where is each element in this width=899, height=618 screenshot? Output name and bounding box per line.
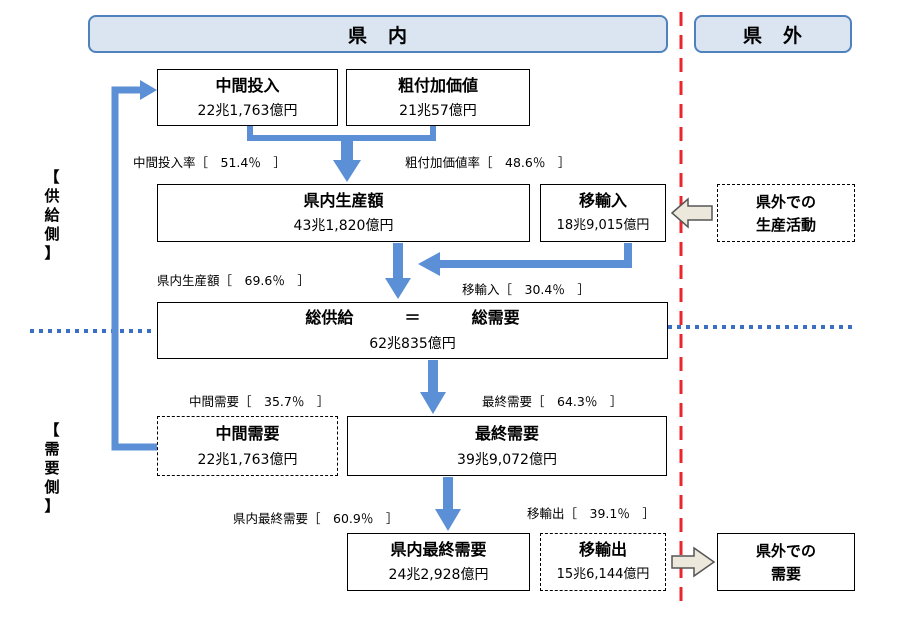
final-demand-title: 最終需要: [474, 424, 539, 443]
total-supply-demand-title: 総供給 ＝ 総需要: [158, 308, 667, 328]
label-intermediate-demand-share: 中間需要［ 35.7％ ］: [189, 394, 330, 409]
box-prefectural-output: 県内生産額 43兆1,820億円: [157, 184, 530, 242]
intermediate-input-title: 中間投入: [215, 76, 280, 95]
equals-sign: ＝: [404, 308, 421, 327]
exports-out-value: 15兆6,144億円: [556, 567, 650, 582]
imports-in-title: 移輸入: [578, 191, 627, 210]
arrow-to-prefectural-output: [333, 160, 361, 182]
outside-demand-title2: 需要: [770, 565, 801, 583]
box-intermediate-input: 中間投入 22兆1,763億円: [157, 69, 338, 126]
label-output-share: 県内生産額［ 69.6％ ］: [157, 273, 310, 288]
top-merge-connector: [247, 126, 436, 141]
header-outer-label: 県 外: [742, 24, 803, 47]
arrow-final-to-prefectural-final: [435, 509, 461, 531]
box-total-supply-demand: 総供給 ＝ 総需要 62兆835億円: [157, 302, 668, 359]
exports-out-title: 移輸出: [578, 540, 627, 559]
prefectural-output-value: 43兆1,820億円: [293, 218, 394, 234]
outside-production-title2: 生産活動: [755, 216, 816, 234]
gross-value-added-title: 粗付加価値: [397, 76, 478, 95]
total-demand-label: 総需要: [471, 308, 520, 327]
arrow-exports-to-outside: [671, 546, 716, 578]
box-prefectural-final-demand: 県内最終需要 24兆2,928億円: [347, 533, 530, 591]
prefectural-final-demand-title: 県内最終需要: [390, 540, 487, 559]
intermediate-feedback-loop: [111, 86, 158, 451]
header-inner-label: 県 内: [347, 24, 408, 47]
gross-value-added-value: 21兆57億円: [399, 103, 477, 119]
box-outside-production: 県外での 生産活動: [717, 184, 855, 242]
arrow-imports-to-total: [418, 252, 440, 276]
label-import-share: 移輸入［ 30.4％ ］: [462, 282, 590, 297]
side-label-demand: 【 需 要 側 】: [44, 421, 60, 515]
box-final-demand: 最終需要 39兆9,072億円: [347, 416, 667, 476]
prefectural-final-demand-value: 24兆2,928億円: [388, 567, 489, 583]
label-final-demand-share: 最終需要［ 64.3％ ］: [482, 394, 623, 409]
intermediate-demand-value: 22兆1,763億円: [197, 452, 298, 468]
final-demand-value: 39兆9,072億円: [457, 452, 557, 468]
side-label-supply: 【 供 給 側 】: [44, 168, 60, 262]
prefectural-output-title: 県内生産額: [303, 191, 384, 210]
box-imports-in: 移輸入 18兆9,015億円: [540, 184, 666, 242]
outside-production-title: 県外での: [755, 193, 816, 211]
box-exports-out: 移輸出 15兆6,144億円: [540, 533, 666, 591]
box-gross-value-added: 粗付加価値 21兆57億円: [346, 69, 530, 126]
total-supply-label: 総供給: [305, 308, 354, 327]
header-inner-prefecture: 県 内: [88, 15, 668, 53]
intermediate-demand-title: 中間需要: [215, 424, 280, 443]
label-export-share: 移輸出［ 39.1％ ］: [527, 506, 655, 521]
arrow-total-to-final: [420, 392, 446, 414]
arrow-output-to-total: [385, 278, 411, 299]
label-prefectural-final-share: 県内最終需要［ 60.9％ ］: [233, 511, 399, 526]
label-value-added-rate: 粗付加価値率［ 48.6％ ］: [405, 155, 571, 170]
header-outer-prefecture: 県 外: [694, 15, 852, 53]
label-intermediate-input-rate: 中間投入率［ 51.4％ ］: [133, 155, 286, 170]
intermediate-input-value: 22兆1,763億円: [197, 103, 298, 119]
arrow-outside-to-imports: [670, 197, 713, 229]
total-supply-demand-value: 62兆835億円: [369, 336, 456, 352]
box-intermediate-demand: 中間需要 22兆1,763億円: [157, 416, 338, 476]
box-outside-demand: 県外での 需要: [717, 533, 855, 591]
imports-in-value: 18兆9,015億円: [556, 218, 650, 233]
outside-demand-title: 県外での: [755, 542, 816, 560]
